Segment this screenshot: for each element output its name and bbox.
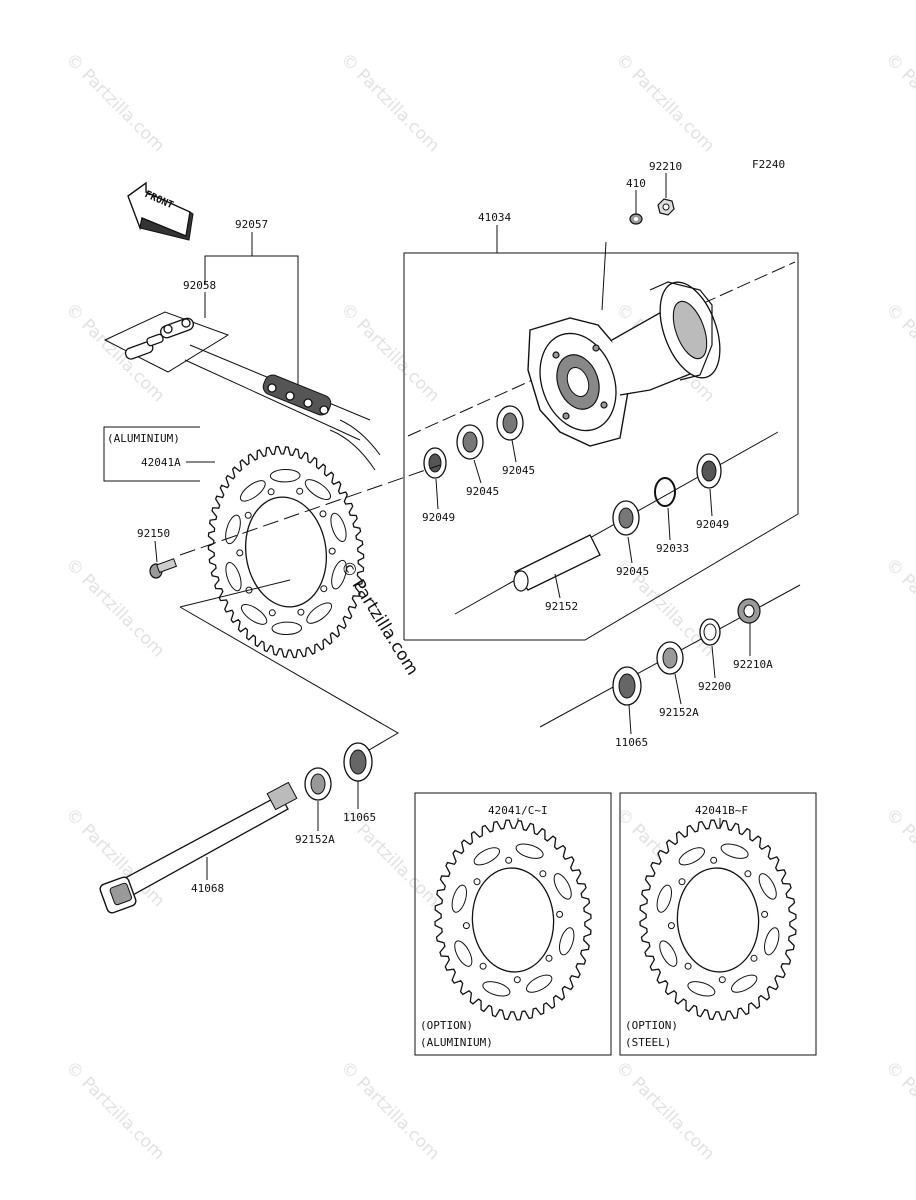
bearing-92045-b-icon	[456, 424, 484, 460]
label-92152: 92152	[545, 600, 578, 613]
nut-92210A-icon	[737, 598, 761, 624]
label-410: 410	[626, 177, 646, 190]
front-arrow-icon: FRONT	[127, 181, 194, 241]
option-aluminium-line1: (OPTION)	[420, 1019, 473, 1032]
label-92049-b: 92049	[696, 518, 729, 531]
label-92045-a: 92045	[502, 464, 535, 477]
watermark: © Partzilla.com	[61, 299, 168, 406]
aluminium-box-label: (ALUMINIUM)	[107, 432, 180, 445]
watermark: © Partzilla.com	[881, 804, 916, 911]
watermark: © Partzilla.com	[881, 299, 916, 406]
axle-41068-icon	[99, 781, 298, 914]
watermark: © Partzilla.com	[611, 49, 718, 156]
option-box-aluminium	[414, 792, 612, 1056]
hub-assembly-frame	[403, 252, 799, 641]
collar-92152A-right-icon	[656, 641, 684, 675]
chain-joint-parts	[124, 317, 194, 360]
watermark: © Partzilla.com	[881, 554, 916, 661]
seal-92049-a-icon	[423, 447, 447, 479]
watermark: © Partzilla.com	[61, 49, 168, 156]
option-steel-part: 42041B~F	[695, 804, 748, 817]
label-11065-right: 11065	[615, 736, 648, 749]
watermark: © Partzilla.com	[336, 1057, 443, 1164]
label-11065-left: 11065	[343, 811, 376, 824]
option-box-steel	[619, 792, 817, 1056]
label-92150: 92150	[137, 527, 170, 540]
seal-11065-left-icon	[343, 742, 373, 782]
option-steel-line1: (OPTION)	[625, 1019, 678, 1032]
circlip-92033-icon	[654, 477, 676, 507]
option-aluminium-line2: (ALUMINIUM)	[420, 1036, 493, 1049]
label-92210: 92210	[649, 160, 682, 173]
watermark: © Partzilla.com	[336, 49, 443, 156]
label-92049-a: 92049	[422, 511, 455, 524]
collar-92152-icon	[513, 534, 601, 592]
label-41034: 41034	[478, 211, 511, 224]
label-92058: 92058	[183, 279, 216, 292]
watermark: © Partzilla.com	[611, 1057, 718, 1164]
label-41068: 41068	[191, 882, 224, 895]
bolt-92150-icon	[149, 558, 178, 579]
aluminium-label-box	[103, 426, 200, 482]
seal-92049-b-icon	[696, 453, 722, 489]
collar-92152A-left-icon	[304, 767, 332, 801]
option-steel-line2: (STEEL)	[625, 1036, 671, 1049]
watermark: © Partzilla.com	[881, 49, 916, 156]
watermark: © Partzilla.com	[61, 1057, 168, 1164]
label-92210A: 92210A	[733, 658, 773, 671]
seal-11065-right-icon	[612, 666, 642, 706]
chain-joint-plate-outline	[103, 311, 230, 373]
label-92033: 92033	[656, 542, 689, 555]
label-92152A-right: 92152A	[659, 706, 699, 719]
sprocket-option-aluminium-icon	[434, 819, 592, 1021]
sprocket-42041A-icon	[207, 445, 365, 659]
bearing-92045-c-icon	[612, 500, 640, 536]
chain-icon	[184, 344, 381, 471]
label-92152A-left: 92152A	[295, 833, 335, 846]
label-92200: 92200	[698, 680, 731, 693]
label-92057: 92057	[235, 218, 268, 231]
option-aluminium-part: 42041/C~I	[488, 804, 548, 817]
bearing-92045-a-icon	[496, 405, 524, 441]
label-92045-c: 92045	[616, 565, 649, 578]
label-42041A: 42041A	[141, 456, 181, 469]
collar-92200-icon	[699, 618, 721, 646]
sprocket-option-steel-icon	[639, 819, 797, 1021]
rear-hub-icon	[527, 281, 721, 447]
watermark: © Partzilla.com	[881, 1057, 916, 1164]
watermark: © Partzilla.com	[336, 299, 443, 406]
diagram-code: F2240	[752, 158, 785, 171]
label-92045-b: 92045	[466, 485, 499, 498]
